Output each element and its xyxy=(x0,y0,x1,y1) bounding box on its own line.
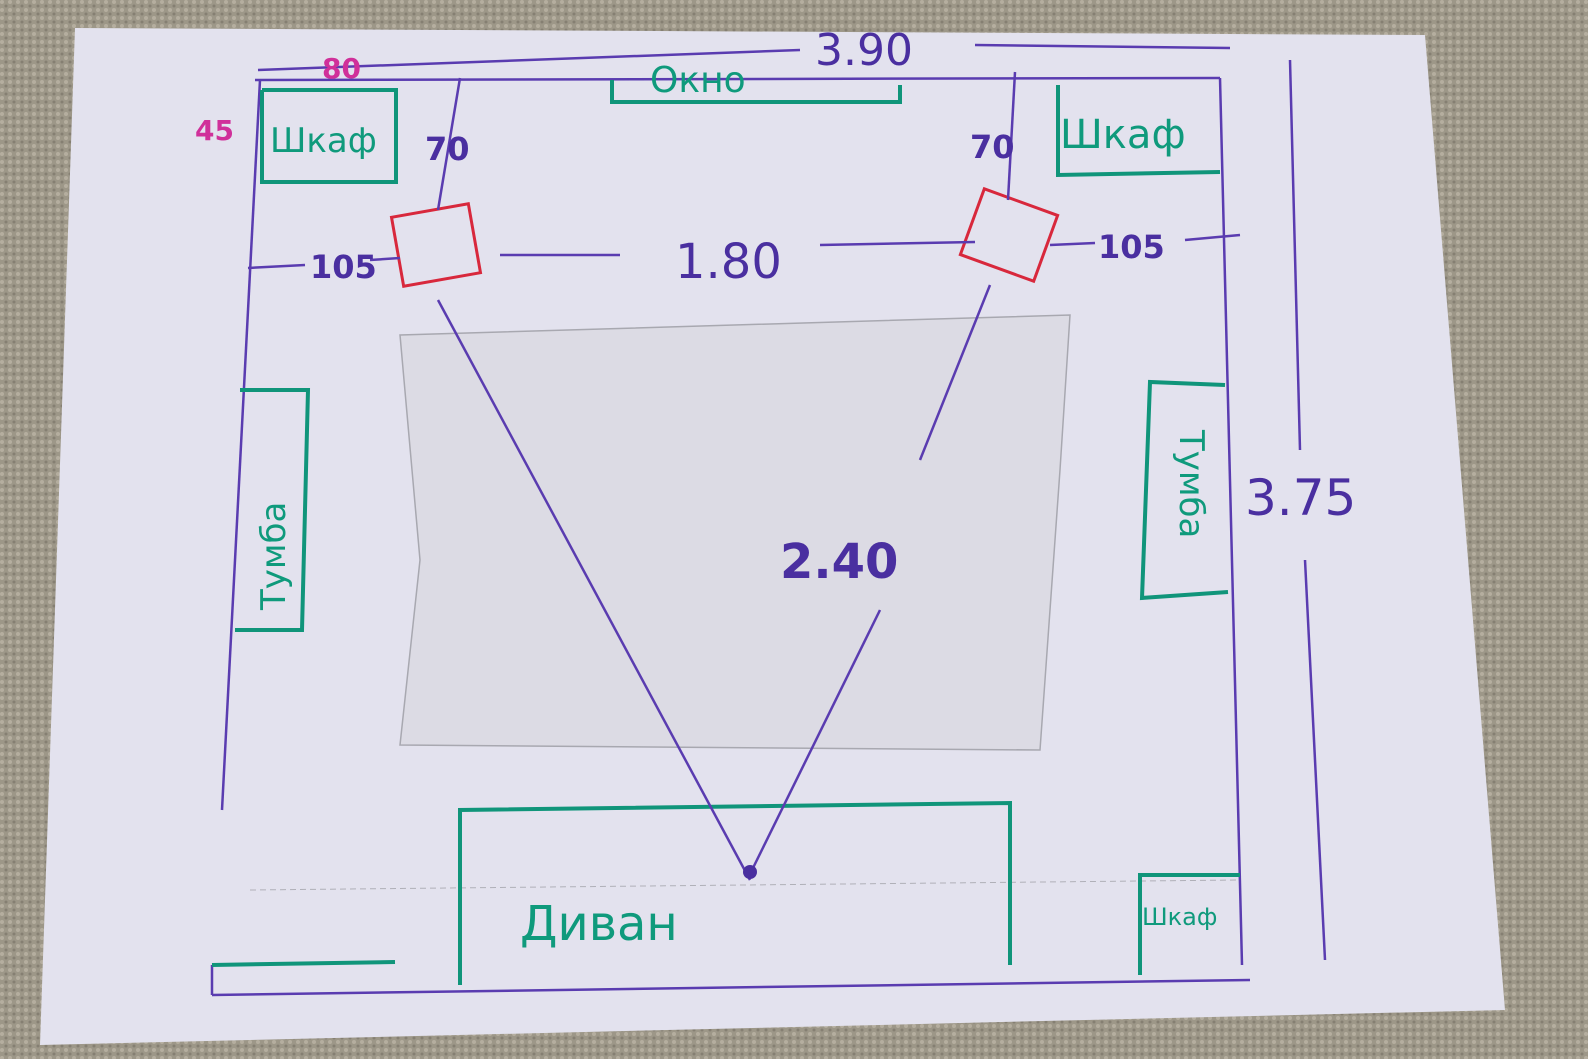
speaker-right-icon xyxy=(958,186,1060,284)
listening-distance-label: 2.40 xyxy=(780,534,898,590)
speaker-left-offset-label: 70 xyxy=(425,130,470,168)
room-walls xyxy=(210,76,1251,997)
wardrobe-top-left-label: Шкаф xyxy=(270,121,377,161)
room-height-label: 3.75 xyxy=(1245,469,1356,527)
corner-depth-label: 45 xyxy=(195,114,234,147)
corner-width-label: 80 xyxy=(322,52,361,85)
dimension-width xyxy=(257,43,1231,72)
nightstand-left xyxy=(235,388,311,632)
speaker-spacing-label: 1.80 xyxy=(675,234,782,290)
room-width-label: 3.90 xyxy=(815,25,913,76)
sofa-shape xyxy=(458,800,1012,985)
nightstand-right xyxy=(1139,379,1229,601)
wardrobe-top-right-label: Шкаф xyxy=(1060,112,1186,158)
speaker-right-offset-label: 70 xyxy=(970,128,1015,166)
nightstand-left-label: Тумба xyxy=(254,502,294,611)
window-shape xyxy=(610,80,902,104)
dimension-height xyxy=(1288,59,1327,961)
listening-position-dot xyxy=(743,865,757,879)
wardrobe-top-left xyxy=(260,88,398,184)
wardrobe-bottom-right xyxy=(1138,873,1240,975)
wardrobe-top-right xyxy=(1056,85,1221,178)
wardrobe-bottom-right-label: Шкаф xyxy=(1142,903,1217,931)
window-label: Окно xyxy=(650,60,746,101)
sofa-label: Диван xyxy=(520,896,678,952)
nightstand-right-label: Тумба xyxy=(1171,429,1211,538)
rug-outline xyxy=(399,314,1071,751)
paper-fold xyxy=(249,879,1241,891)
bed-edge xyxy=(211,960,396,967)
speaker-guides xyxy=(247,71,1241,881)
speaker-right-side-label: 105 xyxy=(1098,228,1165,266)
speaker-left-icon xyxy=(389,202,483,288)
speaker-left-side-label: 105 xyxy=(310,248,377,286)
